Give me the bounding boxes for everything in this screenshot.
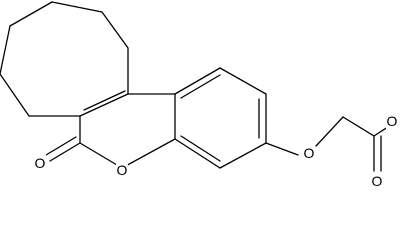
bond <box>0 73 30 117</box>
ethoxycarbonylmethoxy-chain <box>265 116 398 172</box>
benzene-ring <box>174 67 267 169</box>
carbonyl-oxygen-label: O <box>35 155 46 171</box>
bond <box>265 142 299 156</box>
bond <box>174 138 221 169</box>
ether-oxygen-label: O <box>304 145 315 161</box>
ester-ether-oxygen-label: O <box>387 113 398 129</box>
bond <box>101 11 129 49</box>
bond <box>9 1 53 27</box>
double-bond-inner <box>180 74 221 99</box>
bond <box>0 25 11 75</box>
bond <box>79 93 129 117</box>
bond <box>315 116 344 147</box>
bond <box>219 142 267 169</box>
bond <box>219 67 267 95</box>
bond <box>342 116 375 137</box>
chemical-structure-diagram: O O O O O <box>0 1 398 190</box>
bond <box>79 142 123 169</box>
double-bond-inner <box>83 90 126 111</box>
pyranone-ring <box>79 90 176 169</box>
cycloheptane-ring <box>0 1 129 117</box>
double-bond-inner <box>180 135 221 162</box>
bond <box>49 142 81 162</box>
ester-carbonyl-oxygen-label: O <box>372 173 383 189</box>
ring-oxygen-label: O <box>117 162 128 178</box>
bond <box>51 1 103 13</box>
lactone-carbonyl <box>45 136 81 162</box>
bond <box>174 67 221 95</box>
bond <box>121 138 176 169</box>
double-bond <box>45 136 77 156</box>
